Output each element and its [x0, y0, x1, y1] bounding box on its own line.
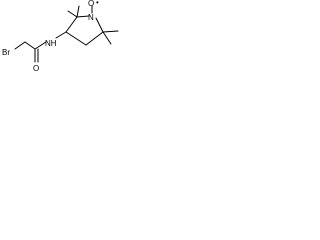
chemical-structure: Br O NH N O • — [2, 0, 119, 73]
bond-ring-c5-c4 — [85, 31, 104, 46]
bond-carbonyl-nh — [34, 41, 47, 50]
atom-labels: Br O NH N O • — [2, 0, 99, 73]
bromine-label: Br — [2, 48, 10, 57]
bond-ring-c4-c3 — [65, 31, 87, 46]
carbonyl-oxygen-label: O — [33, 64, 39, 73]
bond-ring-c2-n1 — [76, 15, 90, 18]
bond-c2-methyl-left — [67, 10, 78, 18]
bond-lines — [14, 5, 119, 63]
amide-nh-label: NH — [45, 39, 57, 48]
bond-ring-c3-c2 — [65, 16, 78, 33]
ring-nitrogen-label: N — [88, 13, 94, 22]
bond-nh-ring — [55, 31, 67, 39]
bond-c5-methyl-down — [102, 31, 112, 45]
bond-ring-n1-c5 — [95, 17, 104, 33]
bond-c2-methyl-up — [76, 5, 80, 18]
bond-br-ch2 — [14, 41, 26, 50]
radical-dot: • — [96, 0, 99, 7]
bond-c5-methyl-right — [102, 30, 119, 33]
bond-ch2-carbonyl — [24, 41, 36, 50]
nitroxide-oxygen-label: O — [88, 0, 94, 8]
